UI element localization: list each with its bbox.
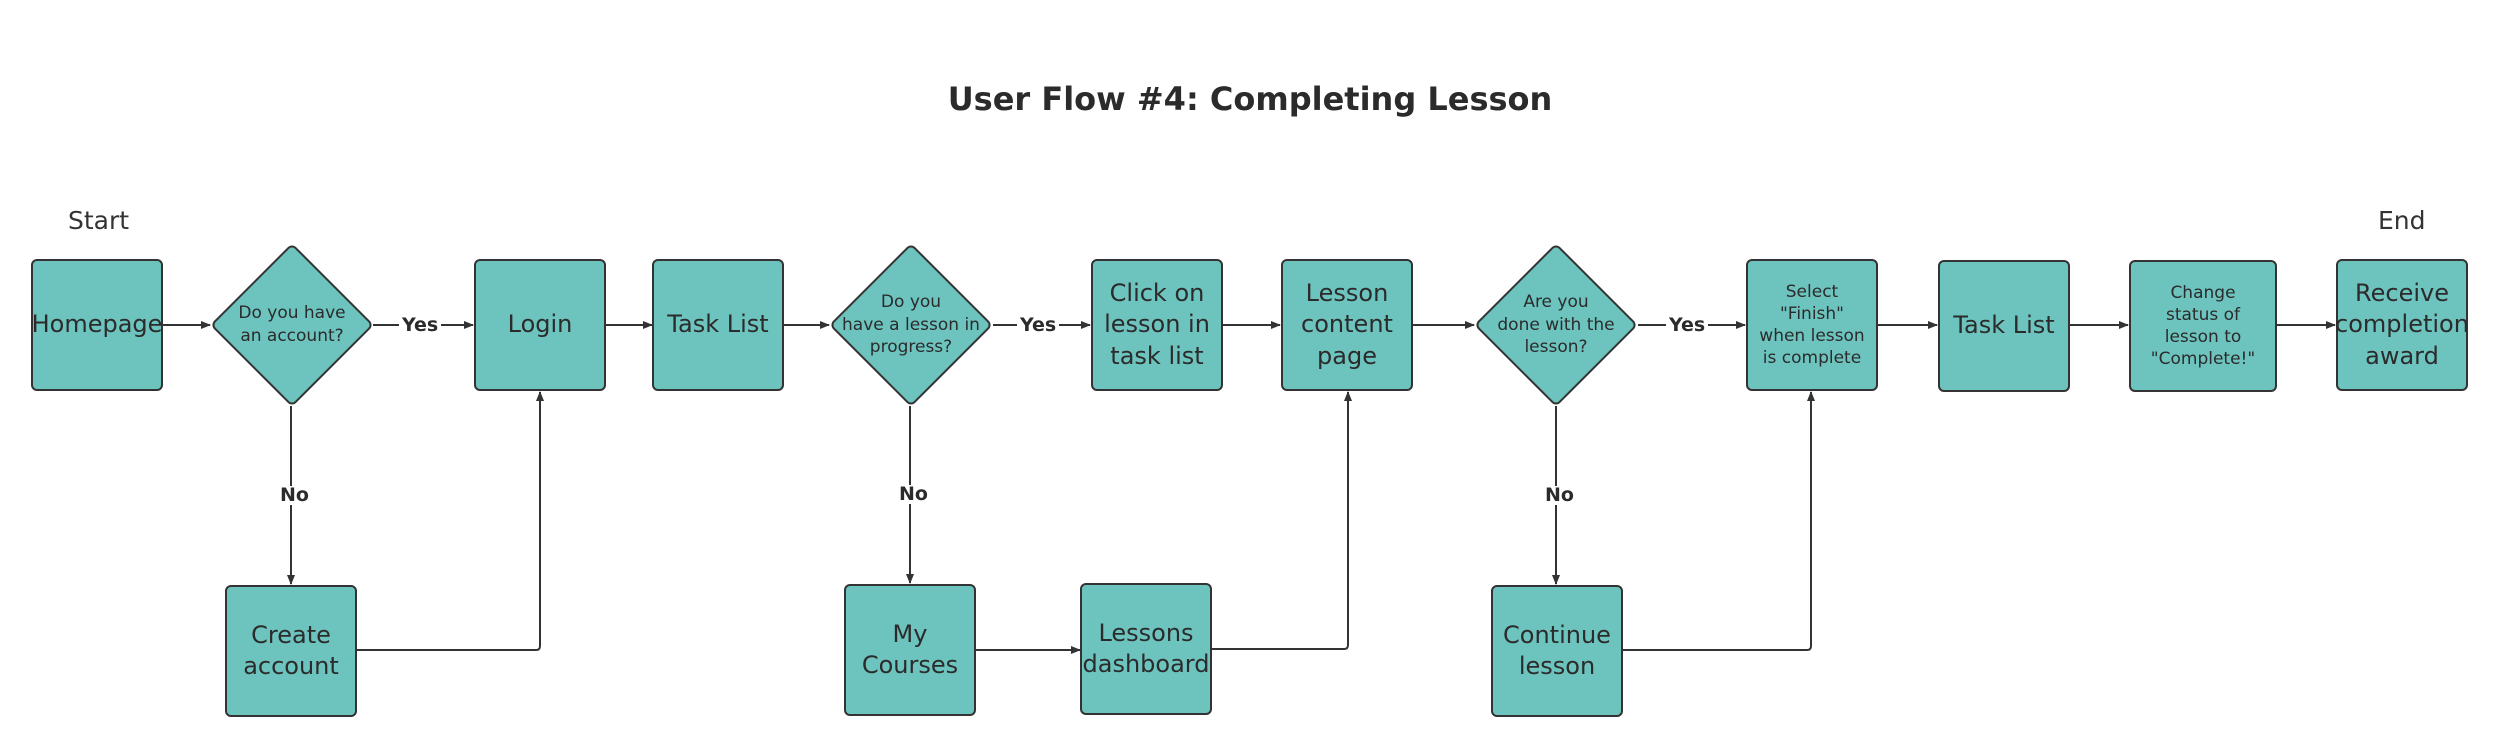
- edge-label-no-2: No: [896, 485, 931, 504]
- start-label: Start: [68, 206, 130, 235]
- node-login: Login: [474, 259, 606, 391]
- node-my-courses: My Courses: [844, 584, 976, 716]
- edge-create-account-to-login: [357, 391, 544, 651]
- node-homepage: Homepage: [31, 259, 163, 391]
- diagram-title: User Flow #4: Completing Lesson: [947, 80, 1553, 118]
- edge-label-no-3: No: [1542, 486, 1577, 505]
- node-create-account: Create account: [225, 585, 357, 717]
- node-task-list-2: Task List: [1938, 260, 2070, 392]
- decision-lesson-in-progress: Do you have a lesson in progress?: [828, 242, 994, 408]
- end-label: End: [2378, 206, 2426, 235]
- decision-lesson-in-progress-text: Do you have a lesson in progress?: [842, 291, 980, 358]
- node-lesson-content: Lesson content page: [1281, 259, 1413, 391]
- edge-label-yes-2: Yes: [1017, 316, 1060, 335]
- decision-has-account: Do you have an account?: [209, 242, 375, 408]
- decision-done-with-lesson-text: Are you done with the lesson?: [1497, 291, 1615, 358]
- edge-dashboard-to-content: [1212, 391, 1352, 650]
- node-continue-lesson: Continue lesson: [1491, 585, 1623, 717]
- decision-has-account-text: Do you have an account?: [238, 303, 346, 346]
- node-select-finish: Select "Finish" when lesson is complete: [1746, 259, 1878, 391]
- edge-label-yes-3: Yes: [1666, 316, 1709, 335]
- decision-done-with-lesson: Are you done with the lesson?: [1473, 242, 1639, 408]
- edge-continue-to-finish: [1622, 391, 1815, 651]
- node-lessons-dashboard: Lessons dashboard: [1080, 583, 1212, 715]
- edge-label-no-1: No: [277, 486, 312, 505]
- edge-label-yes-1: Yes: [399, 316, 442, 335]
- node-receive-award: Receive completion award: [2335, 259, 2469, 391]
- node-click-lesson: Click on lesson in task list: [1091, 259, 1223, 391]
- node-task-list-1: Task List: [652, 259, 784, 391]
- node-change-status: Change status of lesson to "Complete!": [2129, 260, 2277, 392]
